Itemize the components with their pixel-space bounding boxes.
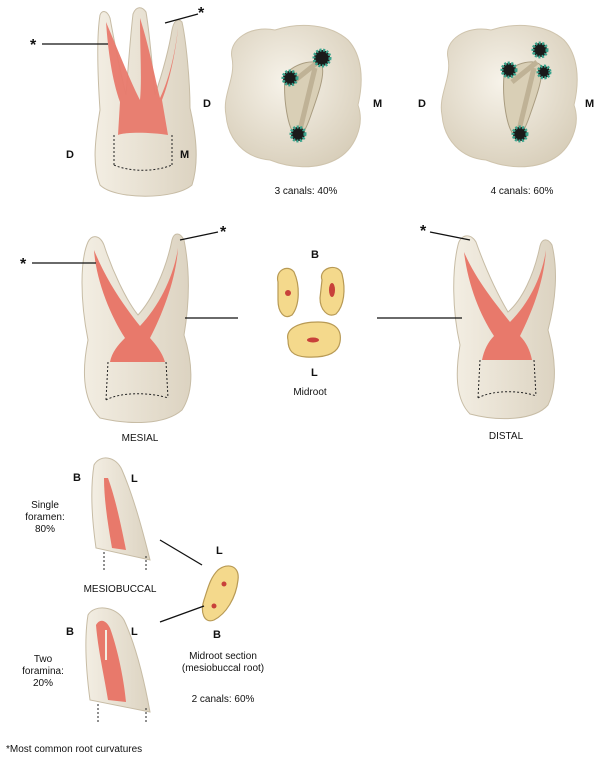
single-foramen-line-1: Single [31,500,59,511]
mesial-label: M [180,149,190,161]
asterisk-marker: * [420,223,427,240]
buccal-view-tooth [42,7,199,197]
two-foramina-caption: Two foramina: 20% [18,654,68,690]
single-foramen-line-2: foramen: [25,512,65,523]
two-canals-caption: 2 canals: 60% [191,694,255,705]
mesiobuccal-single-foramen [91,457,203,572]
distal-label: D [203,98,211,110]
buccal-label: B [311,249,319,261]
distal-view-tooth [377,231,556,420]
two-foramina-line-1: Two [33,654,53,665]
lingual-label: L [131,473,138,485]
mesial-view-caption: MESIAL [121,433,159,444]
mesial-view-tooth [32,231,238,424]
buccal-label: B [73,472,81,484]
distal-label: D [418,98,426,110]
midroot-section-caption: Midroot section (mesiobuccal root) [168,651,278,675]
midroot-section-line-1: Midroot section [189,651,257,662]
four-canals-caption: 4 canals: 60% [490,186,554,197]
midroot-caption: Midroot [293,387,327,398]
mesiobuccal-midroot-section [201,565,239,622]
asterisk-marker: * [30,37,37,54]
distal-view-caption: DISTAL [488,431,524,442]
buccal-label: B [66,626,74,638]
two-foramina-line-3: 20% [32,678,53,689]
asterisk-marker: * [220,224,227,241]
midroot-section-line-2: (mesiobuccal root) [181,663,265,674]
three-canals-caption: 3 canals: 40% [274,186,338,197]
mesial-label: M [373,98,383,110]
asterisk-marker: * [20,256,27,273]
midroot-cross-sections [276,266,345,358]
occlusal-view-4-canals [440,24,578,168]
lingual-label: L [131,626,138,638]
single-foramen-caption: Single foramen: 80% [20,500,70,536]
mesiobuccal-two-foramina [85,605,205,724]
distal-label: D [66,149,74,161]
asterisk-marker: * [198,5,205,22]
mesial-label: M [585,98,595,110]
buccal-label: B [213,629,221,641]
lingual-label: L [311,367,318,379]
lingual-label: L [216,545,223,557]
two-foramina-line-2: foramina: [22,666,64,677]
footnote: *Most common root curvatures [6,744,143,755]
occlusal-view-3-canals [224,24,362,168]
mesiobuccal-caption: MESIOBUCCAL [83,584,157,595]
single-foramen-line-3: 80% [34,524,55,535]
